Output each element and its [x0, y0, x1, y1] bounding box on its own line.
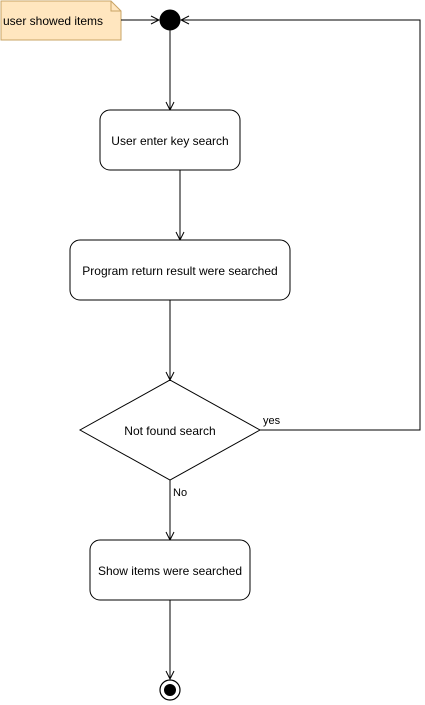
decision-not-found-search: Not found search: [78, 379, 262, 481]
edge-label-yes: yes: [263, 415, 281, 427]
end-node: [159, 679, 181, 701]
action-label: Program return result were searched: [82, 264, 277, 278]
action-label: Show items were searched: [98, 564, 242, 578]
edge-label-no: No: [173, 487, 187, 499]
action-user-enter-key-search: User enter key search: [99, 109, 241, 171]
note-user-showed-items: user showed items: [0, 0, 122, 41]
action-show-items: Show items were searched: [89, 539, 251, 601]
action-label: User enter key search: [111, 134, 228, 148]
action-program-return-result: Program return result were searched: [69, 239, 291, 301]
start-node: [159, 9, 181, 31]
note-label: user showed items: [3, 14, 103, 28]
decision-label: Not found search: [124, 424, 215, 438]
edge-yes-loop: [181, 20, 421, 431]
